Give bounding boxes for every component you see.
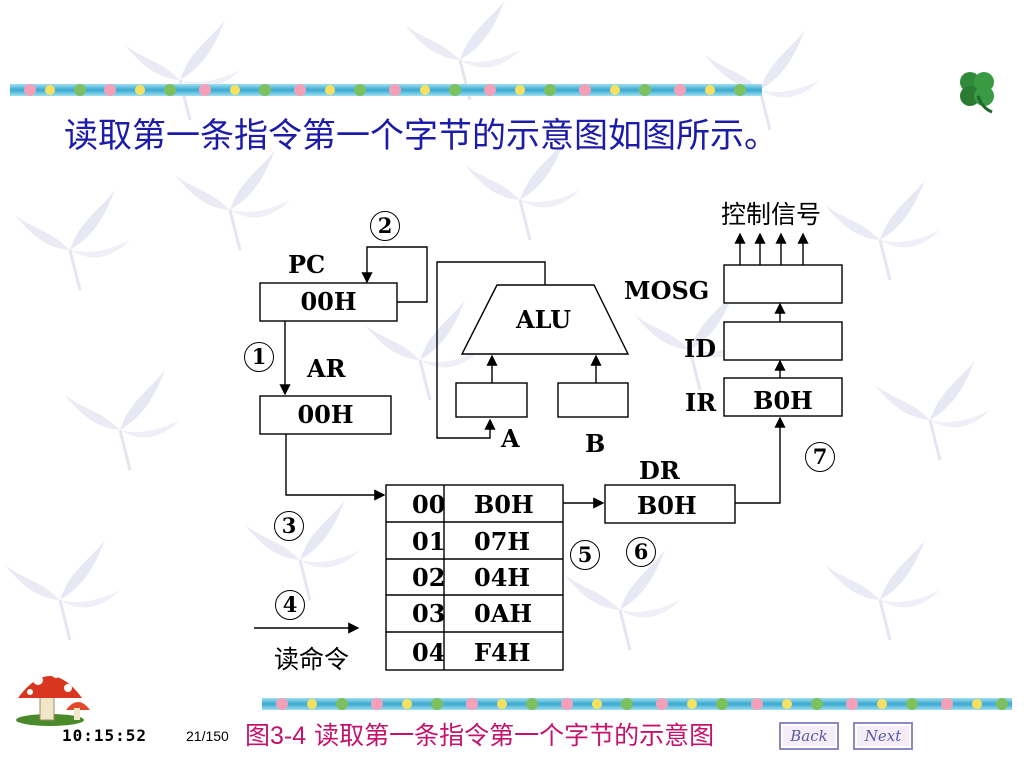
mosg-label: MOSG (624, 276, 710, 305)
id-box (723, 321, 843, 361)
mushroom-icon (16, 670, 90, 726)
memory-value: F4H (474, 638, 531, 667)
dr-value: B0H (637, 491, 697, 520)
alu-feedback-line (436, 261, 546, 439)
memory-address: 03 (412, 599, 446, 628)
figure-caption-text: 读取第一条指令第一个字节的示意图 (306, 721, 715, 750)
dr-label: DR (639, 456, 680, 485)
control-signals-label: 控制信号 (721, 200, 822, 229)
figure-caption-number: 图3-4 (245, 722, 307, 750)
ar-value: 00H (297, 400, 354, 429)
register-a-box (455, 382, 528, 418)
step-marker: 5 (570, 540, 600, 570)
memory-value: 07H (474, 527, 531, 556)
ar-register-box (259, 395, 392, 435)
read-command-label: 读命令 (274, 645, 350, 674)
memory-value: B0H (474, 490, 534, 519)
dr-to-ir-arrow (735, 416, 786, 504)
memory-table (385, 484, 564, 671)
pc-label: PC (288, 250, 326, 279)
step-marker: 1 (244, 342, 274, 372)
page-counter: 21/150 (186, 728, 229, 744)
ir-label: IR (685, 388, 717, 417)
pc-register-box (259, 282, 398, 322)
step-marker: 7 (805, 442, 835, 472)
id-label: ID (684, 334, 717, 363)
ir-value: B0H (753, 386, 813, 415)
step-marker: 4 (275, 590, 305, 620)
step-marker: 6 (626, 537, 656, 567)
dr-register-box (604, 484, 736, 524)
step-marker: 3 (274, 511, 304, 541)
alu-unit (460, 284, 630, 355)
register-a-label: A (501, 424, 520, 453)
clover-icon (960, 72, 994, 114)
clock-time: 10:15:52 (62, 726, 148, 745)
memory-address: 04 (412, 638, 446, 667)
ar-label: AR (307, 354, 346, 383)
memory-value: 0AH (474, 599, 532, 628)
figure-caption: 图3-4 读取第一条指令第一个字节的示意图 (245, 716, 714, 752)
back-button[interactable]: Back (779, 722, 839, 750)
memory-value: 04H (474, 563, 531, 592)
pc-increment-arrow (361, 246, 428, 303)
alu-label: ALU (516, 305, 572, 334)
ar-to-memory-arrow (285, 434, 386, 501)
next-button[interactable]: Next (853, 722, 913, 750)
pc-value: 00H (300, 287, 357, 316)
ir-box (723, 377, 843, 417)
register-b-label: B (585, 429, 606, 458)
memory-address: 02 (412, 563, 446, 592)
register-b-box (557, 382, 629, 418)
step-marker: 2 (370, 211, 400, 241)
memory-address: 00 (412, 490, 446, 519)
memory-address: 01 (412, 527, 446, 556)
mosg-box (723, 264, 843, 304)
slide-title: 读取第一条指令第一个字节的示意图如图所示。 (64, 116, 778, 156)
